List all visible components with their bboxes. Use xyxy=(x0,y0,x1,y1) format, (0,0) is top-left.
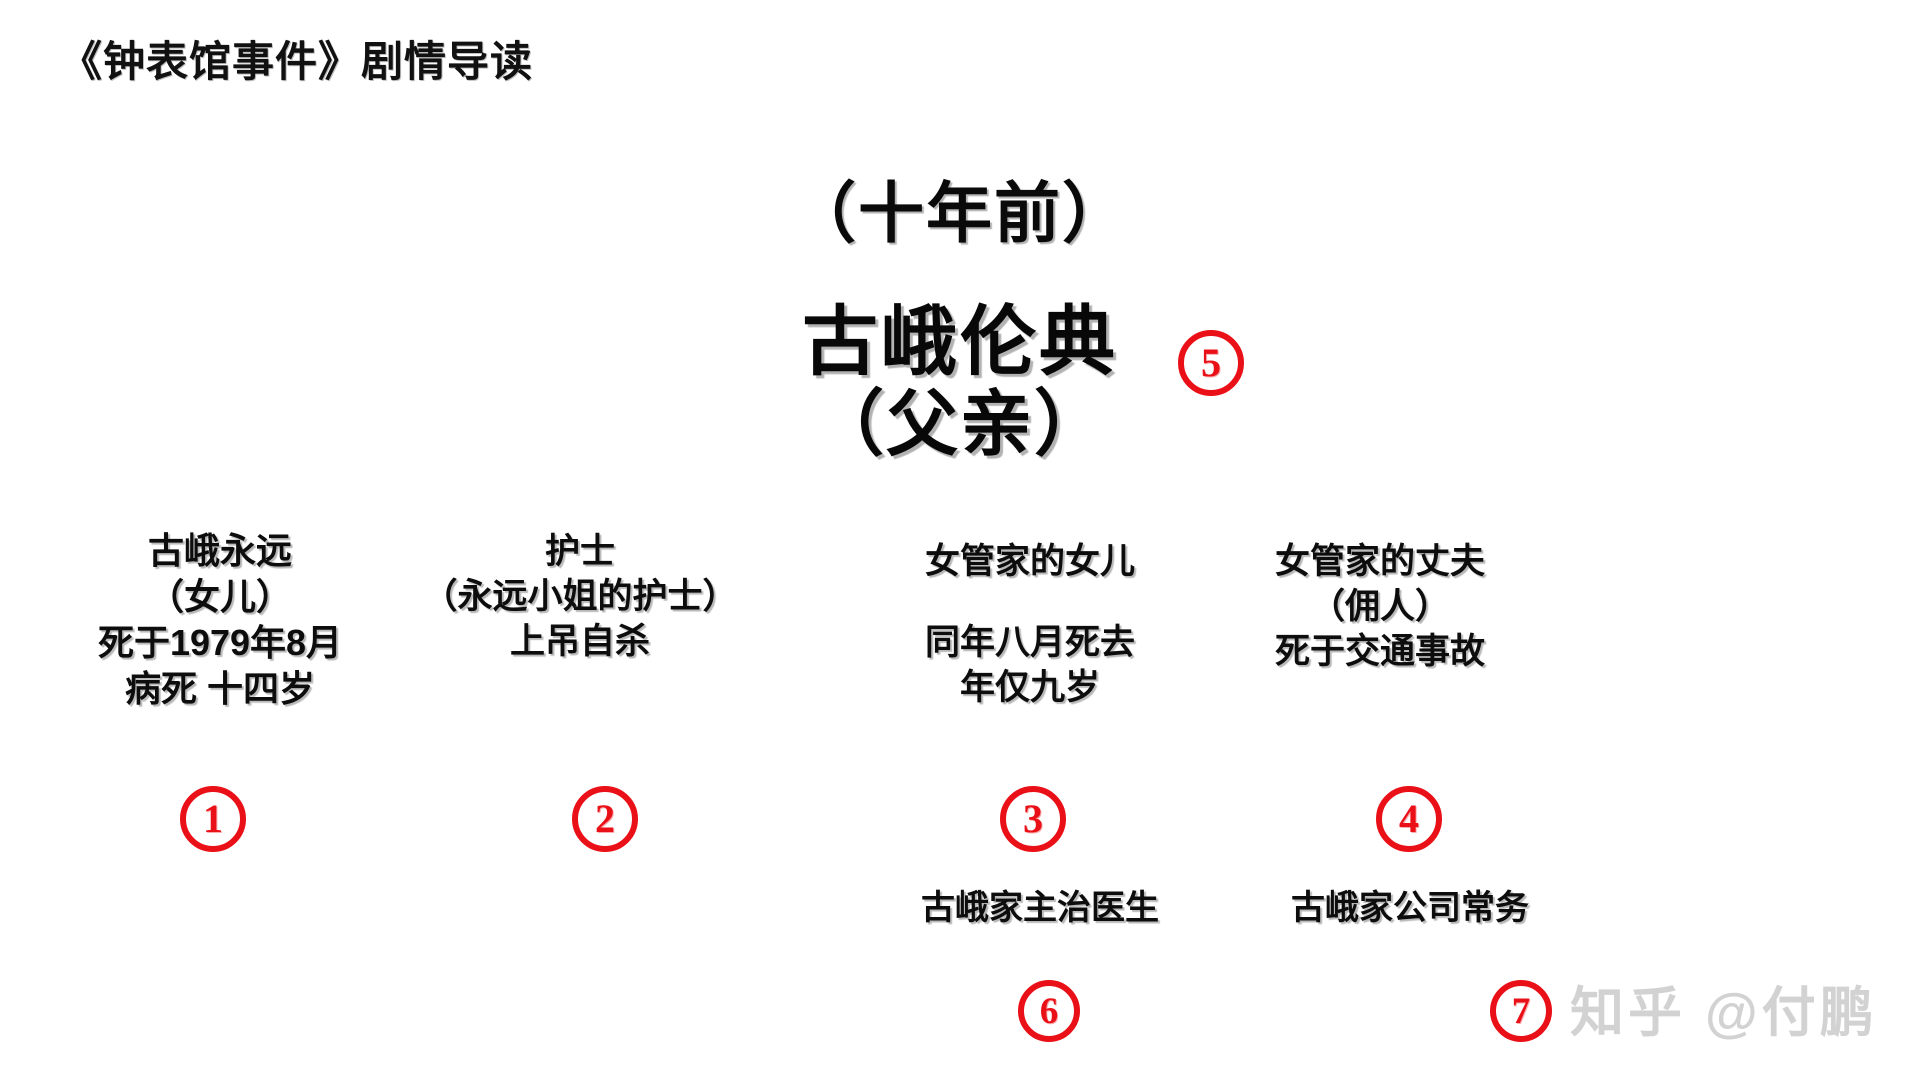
person-card-1: 古峨永远 （女儿） 死于1979年8月 病死 十四岁 xyxy=(40,528,400,712)
circled-number-2: 2 xyxy=(572,786,638,852)
marker-four[interactable]: 4 xyxy=(1376,786,1442,852)
watermark: 知乎 @付鹏 xyxy=(1570,983,1878,1043)
person-3-death: 同年八月死去 xyxy=(924,622,1135,662)
person-3-name: 女管家的女儿 xyxy=(924,542,1135,581)
person-4-role: （佣人） xyxy=(1309,586,1450,626)
circled-number-7: 7 xyxy=(1490,980,1552,1042)
person-2-name: 护士 xyxy=(544,532,615,571)
circled-number-4: 4 xyxy=(1376,786,1442,852)
era-heading: （十年前） xyxy=(790,176,1130,250)
person-1-name: 古峨永远 xyxy=(147,530,292,571)
circled-number-1: 1 xyxy=(180,786,246,852)
person-4-death: 死于交通事故 xyxy=(1274,631,1485,671)
marker-two[interactable]: 2 xyxy=(572,786,638,852)
person-3-spacer xyxy=(830,585,1230,621)
person-2-role: （永远小姐的护士） xyxy=(422,576,738,616)
person-1-role: （女儿） xyxy=(147,576,292,618)
person-4-name: 女管家的丈夫 xyxy=(1274,542,1485,581)
role-label-doctor: 古峨家主治医生 xyxy=(921,889,1159,927)
marker-six[interactable]: 6 xyxy=(1018,980,1080,1042)
person-3-detail: 年仅九岁 xyxy=(959,667,1100,707)
person-1-death: 死于1979年8月 xyxy=(97,622,343,664)
circled-number-5: 5 xyxy=(1178,330,1244,396)
marker-three[interactable]: 3 xyxy=(1000,786,1066,852)
father-name: 古峨伦典 xyxy=(802,300,1118,385)
person-card-3: 女管家的女儿 同年八月死去 年仅九岁 xyxy=(830,540,1230,710)
person-card-4: 女管家的丈夫 （佣人） 死于交通事故 xyxy=(1200,540,1560,674)
person-2-death: 上吊自杀 xyxy=(509,621,650,661)
marker-seven[interactable]: 7 xyxy=(1490,980,1552,1042)
person-1-detail: 病死 十四岁 xyxy=(124,668,315,710)
father-block: 古峨伦典 （父亲） xyxy=(0,300,1920,466)
father-role: （父亲） xyxy=(811,385,1108,466)
marker-five[interactable]: 5 xyxy=(1178,330,1244,396)
circled-number-6: 6 xyxy=(1018,980,1080,1042)
circled-number-3: 3 xyxy=(1000,786,1066,852)
role-label-director: 古峨家公司常务 xyxy=(1291,889,1529,927)
marker-one[interactable]: 1 xyxy=(180,786,246,852)
person-card-2: 护士 （永远小姐的护士） 上吊自杀 xyxy=(390,530,770,664)
page-title: 《钟表馆事件》剧情导读 xyxy=(60,38,534,85)
